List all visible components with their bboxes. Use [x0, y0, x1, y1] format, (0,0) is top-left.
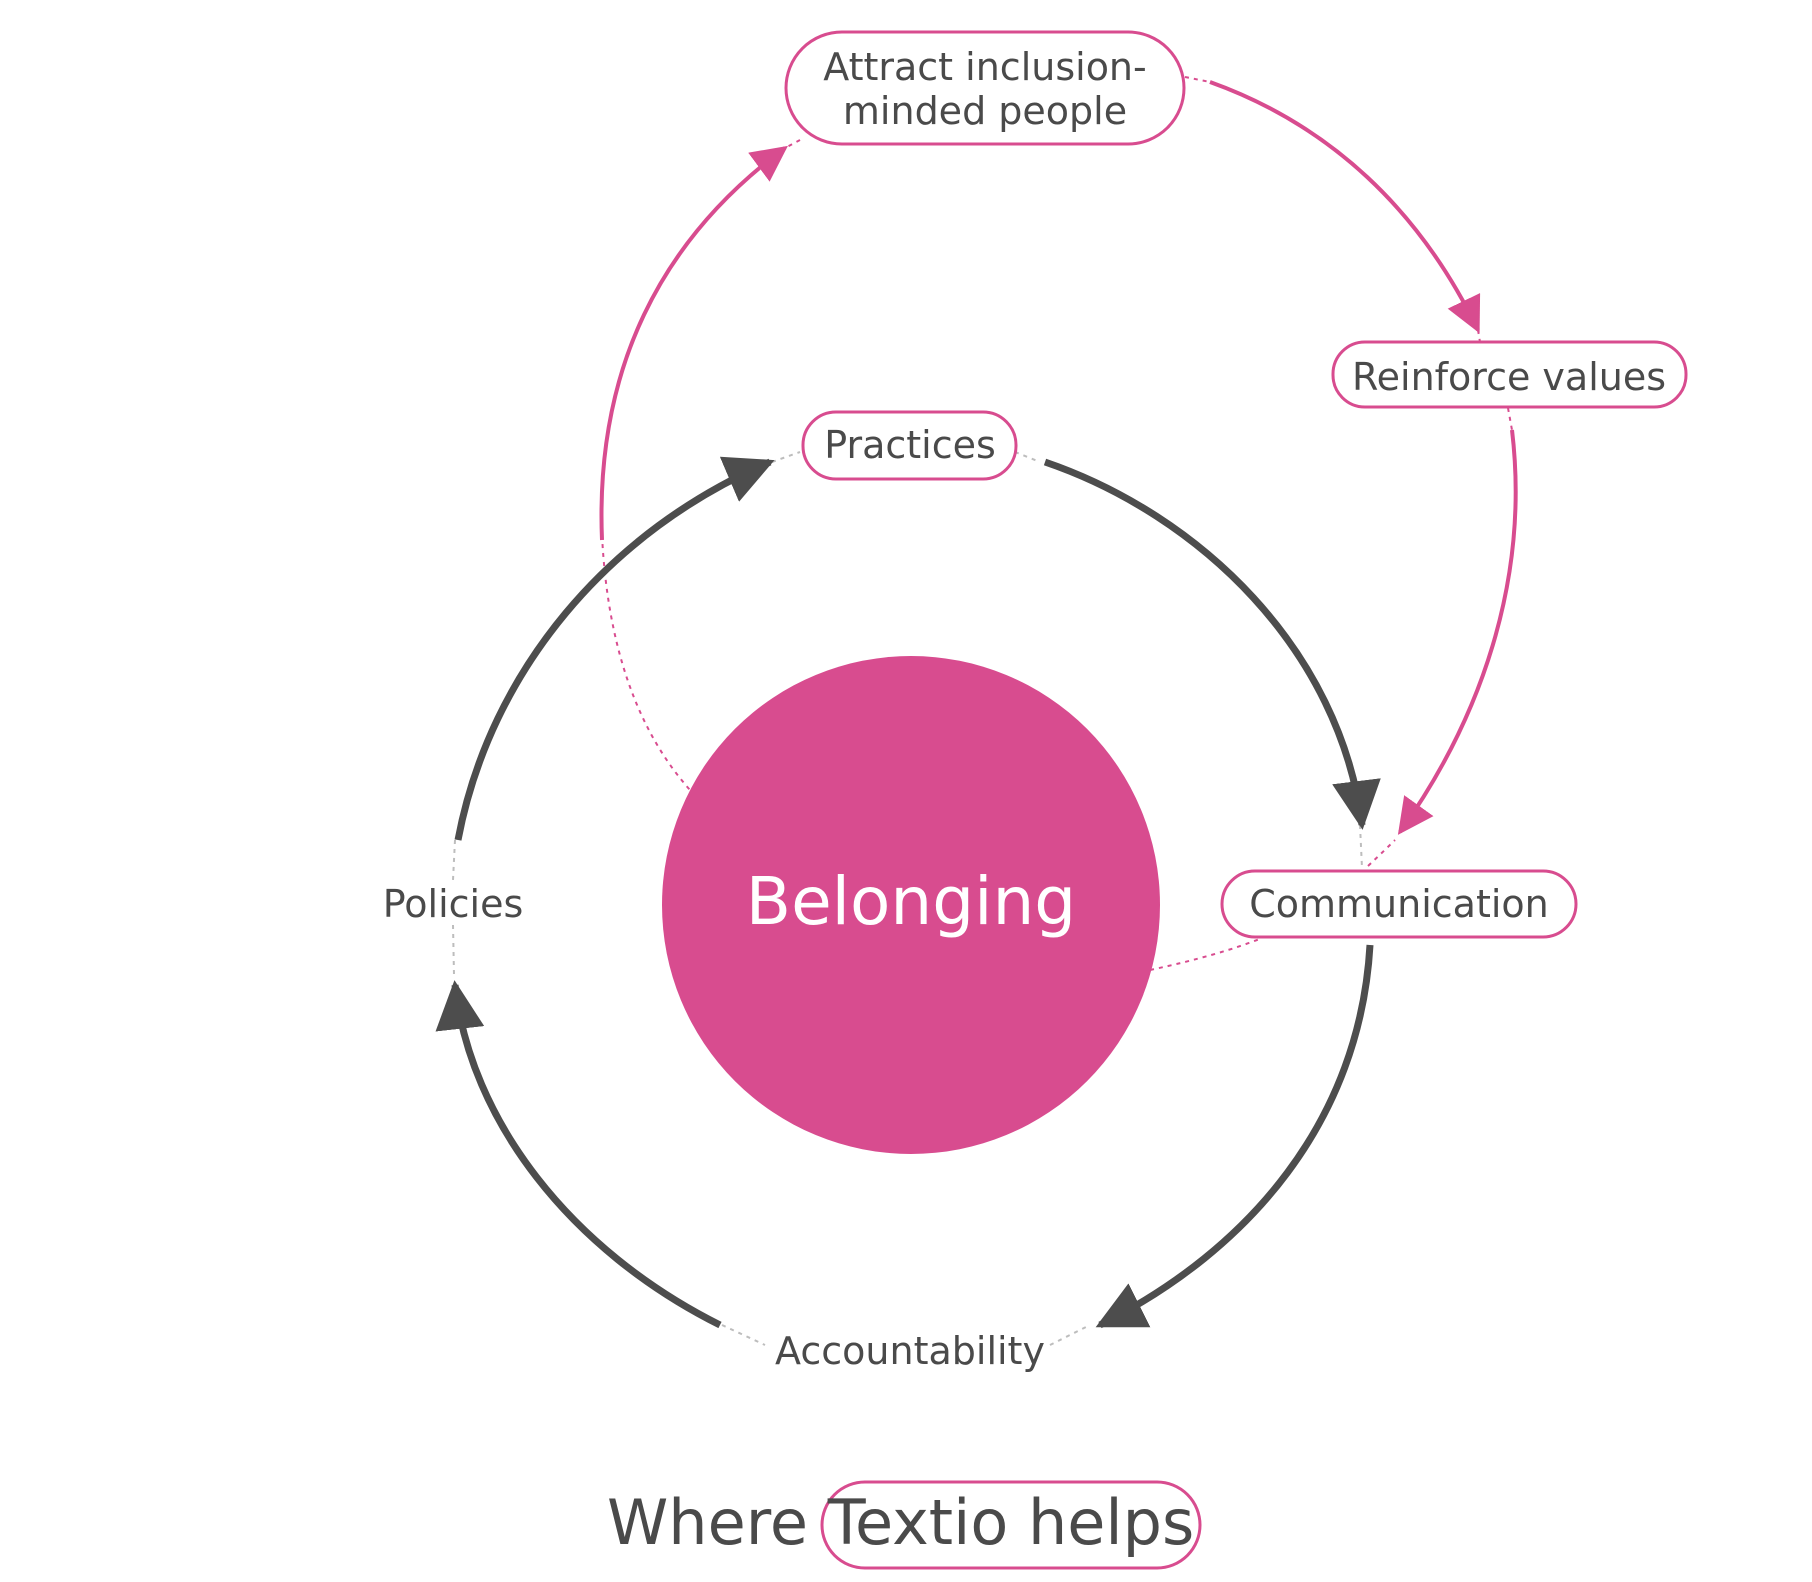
connector-practices-left — [771, 451, 801, 463]
reinforce-label: Reinforce values — [1352, 355, 1666, 399]
policies-label: Policies — [383, 882, 524, 926]
arc-reinforce-to-communication — [1397, 429, 1518, 835]
belonging-node: Belonging — [662, 656, 1160, 1154]
communication-node: Communication — [1220, 869, 1578, 939]
connector-belonging-to-communication — [1149, 937, 1263, 971]
reinforce-node: Reinforce values — [1331, 340, 1688, 409]
arc-policies-to-practices — [454, 456, 775, 841]
footer-highlight-pill — [820, 1480, 1202, 1570]
outer-cycle-arrows — [599, 80, 1518, 835]
connector-communication-top — [1359, 824, 1363, 869]
practices-node: Practices — [801, 410, 1018, 481]
accountability-label: Accountability — [775, 1329, 1045, 1373]
connector-reinforce-top — [1477, 329, 1481, 343]
arc-practices-to-communication — [1043, 458, 1381, 830]
footer: Where Textio helps — [607, 1480, 1202, 1570]
inner-cycle-arrows — [435, 456, 1381, 1329]
practices-label: Practices — [824, 423, 996, 467]
communication-label: Communication — [1249, 882, 1549, 926]
connector-policies-top — [452, 839, 456, 881]
communication-pill — [1220, 869, 1578, 939]
connector-practices-right — [1014, 451, 1041, 463]
footer-prefix: Where — [607, 1486, 808, 1559]
footer-highlight: Textio helps — [827, 1486, 1195, 1559]
arc-communication-to-accountability — [1095, 944, 1374, 1329]
connector-belonging-to-outer — [601, 534, 691, 791]
attract-node: Attract inclusion- minded people — [784, 30, 1186, 146]
belonging-label: Belonging — [746, 863, 1076, 940]
connector-attract-left — [784, 139, 801, 149]
arc-to-attract — [599, 145, 788, 541]
connector-accountability-left — [721, 1324, 766, 1346]
connector-policies-bottom — [452, 924, 455, 976]
connector-reinforce-bottom — [1507, 407, 1513, 431]
attract-pill — [784, 30, 1186, 146]
practices-pill — [801, 410, 1018, 481]
attract-label-line1: Attract inclusion- — [823, 45, 1146, 89]
reinforce-pill — [1331, 340, 1688, 409]
connector-attract-right — [1184, 76, 1211, 83]
attract-label-line2: minded people — [843, 89, 1127, 133]
connector-accountability-right — [1049, 1324, 1091, 1346]
arc-attract-to-reinforce — [1209, 80, 1481, 334]
arc-accountability-to-policies — [435, 980, 722, 1329]
connector-communication-to-pink — [1367, 839, 1396, 867]
belonging-circle — [662, 656, 1160, 1154]
